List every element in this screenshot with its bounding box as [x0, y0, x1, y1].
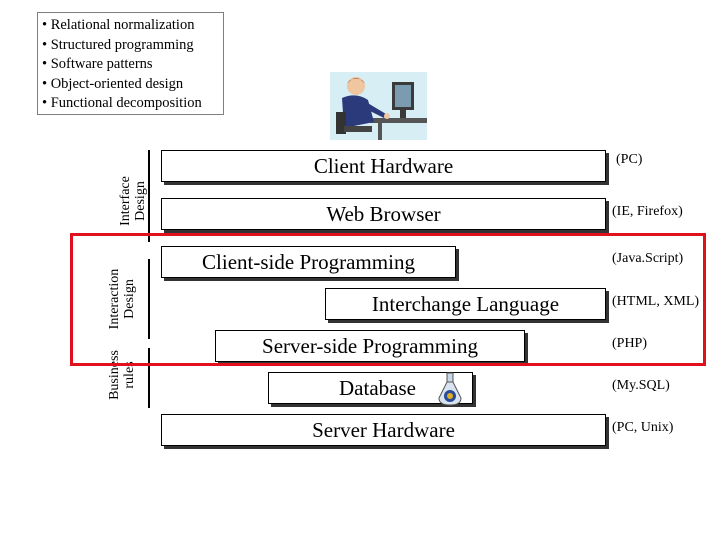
interaction-bracket: [148, 259, 150, 339]
note-item: • Structured programming: [42, 36, 194, 53]
tech-interchange: (HTML, XML): [612, 294, 700, 309]
design-methods-box: • Relational normalization • Structured …: [37, 12, 224, 115]
layer-client-hardware: Client Hardware: [161, 150, 606, 182]
tech-server-hardware: (PC, Unix): [612, 420, 674, 435]
layer-client-side-programming: Client-side Programming: [161, 246, 456, 278]
note-item: • Relational normalization: [42, 17, 195, 33]
interface-bracket: [148, 150, 150, 242]
note-item: • Object-oriented design: [42, 75, 184, 92]
layer-web-browser: Web Browser: [161, 198, 606, 230]
layer-interchange-language: Interchange Language: [325, 288, 606, 320]
tech-server-side: (PHP): [612, 336, 648, 351]
database-flask-icon: [438, 372, 462, 406]
business-bracket: [148, 348, 150, 408]
note-item: • Software patterns: [42, 56, 153, 72]
tech-client-hardware: (PC): [616, 152, 643, 167]
tech-client-side: (Java.Script): [612, 251, 684, 266]
highlight-rectangle: [70, 233, 706, 366]
note-item: • Functional decomposition: [42, 95, 202, 111]
tech-database: (My.SQL): [612, 378, 670, 393]
layer-server-hardware: Server Hardware: [161, 414, 606, 446]
tech-web-browser: (IE, Firefox): [612, 204, 683, 219]
person-at-computer-icon: [330, 72, 427, 140]
layer-server-side-programming: Server-side Programming: [215, 330, 525, 362]
